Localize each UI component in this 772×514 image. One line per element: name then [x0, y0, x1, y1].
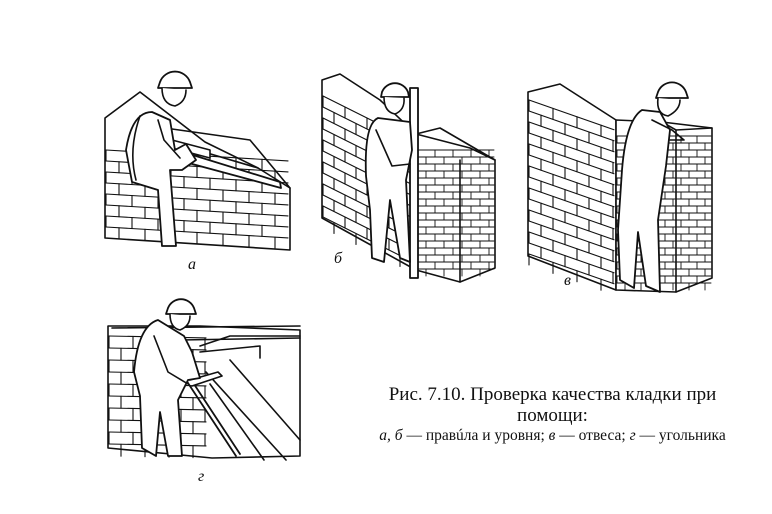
- brick-joint: [528, 198, 615, 230]
- brick-joint: [528, 187, 615, 219]
- panel-a-level-and-rule: [104, 70, 291, 251]
- caption-desc-ab: — правúла и уровня;: [402, 427, 549, 444]
- brick-joint: [528, 176, 615, 208]
- brick-joint: [528, 220, 615, 252]
- caption-key-g: г: [629, 427, 636, 444]
- panel-label-b: б: [334, 250, 343, 267]
- caption-desc-v: — отвеса;: [555, 427, 630, 444]
- brick-courses-v: [528, 99, 615, 291]
- figure-caption: Рис. 7.10. Проверка качества кладки при …: [355, 384, 750, 444]
- caption-key-ab: а, б: [379, 427, 403, 444]
- caption-legend: а, б — правúла и уровня; в — отвеса; г —…: [355, 427, 750, 444]
- panel-label-v: в: [564, 272, 571, 289]
- brick-joint: [528, 132, 615, 164]
- brick-joint: [528, 231, 615, 263]
- brick-joint: [105, 193, 289, 206]
- brick-joint: [528, 110, 615, 142]
- caption-key-v: в: [548, 427, 556, 444]
- panel-g-square-check: [107, 298, 301, 461]
- brick-joint: [528, 253, 615, 285]
- caption-title: Рис. 7.10. Проверка качества кладки при …: [388, 384, 717, 426]
- panel-label-g: г: [198, 468, 205, 485]
- brick-joint: [528, 121, 615, 153]
- brick-joint: [105, 215, 289, 228]
- brick-joint: [528, 165, 615, 197]
- brick-joint: [528, 154, 615, 186]
- panel-label-a: а: [188, 256, 196, 273]
- caption-desc-g: — угольника: [635, 427, 726, 444]
- brick-joint: [528, 209, 615, 241]
- brick-joint: [528, 99, 615, 131]
- panel-v-plumb-check: [527, 81, 713, 293]
- brick-joint: [528, 143, 615, 175]
- brick-joint: [528, 242, 615, 274]
- panel-b-vertical-check: [321, 73, 496, 283]
